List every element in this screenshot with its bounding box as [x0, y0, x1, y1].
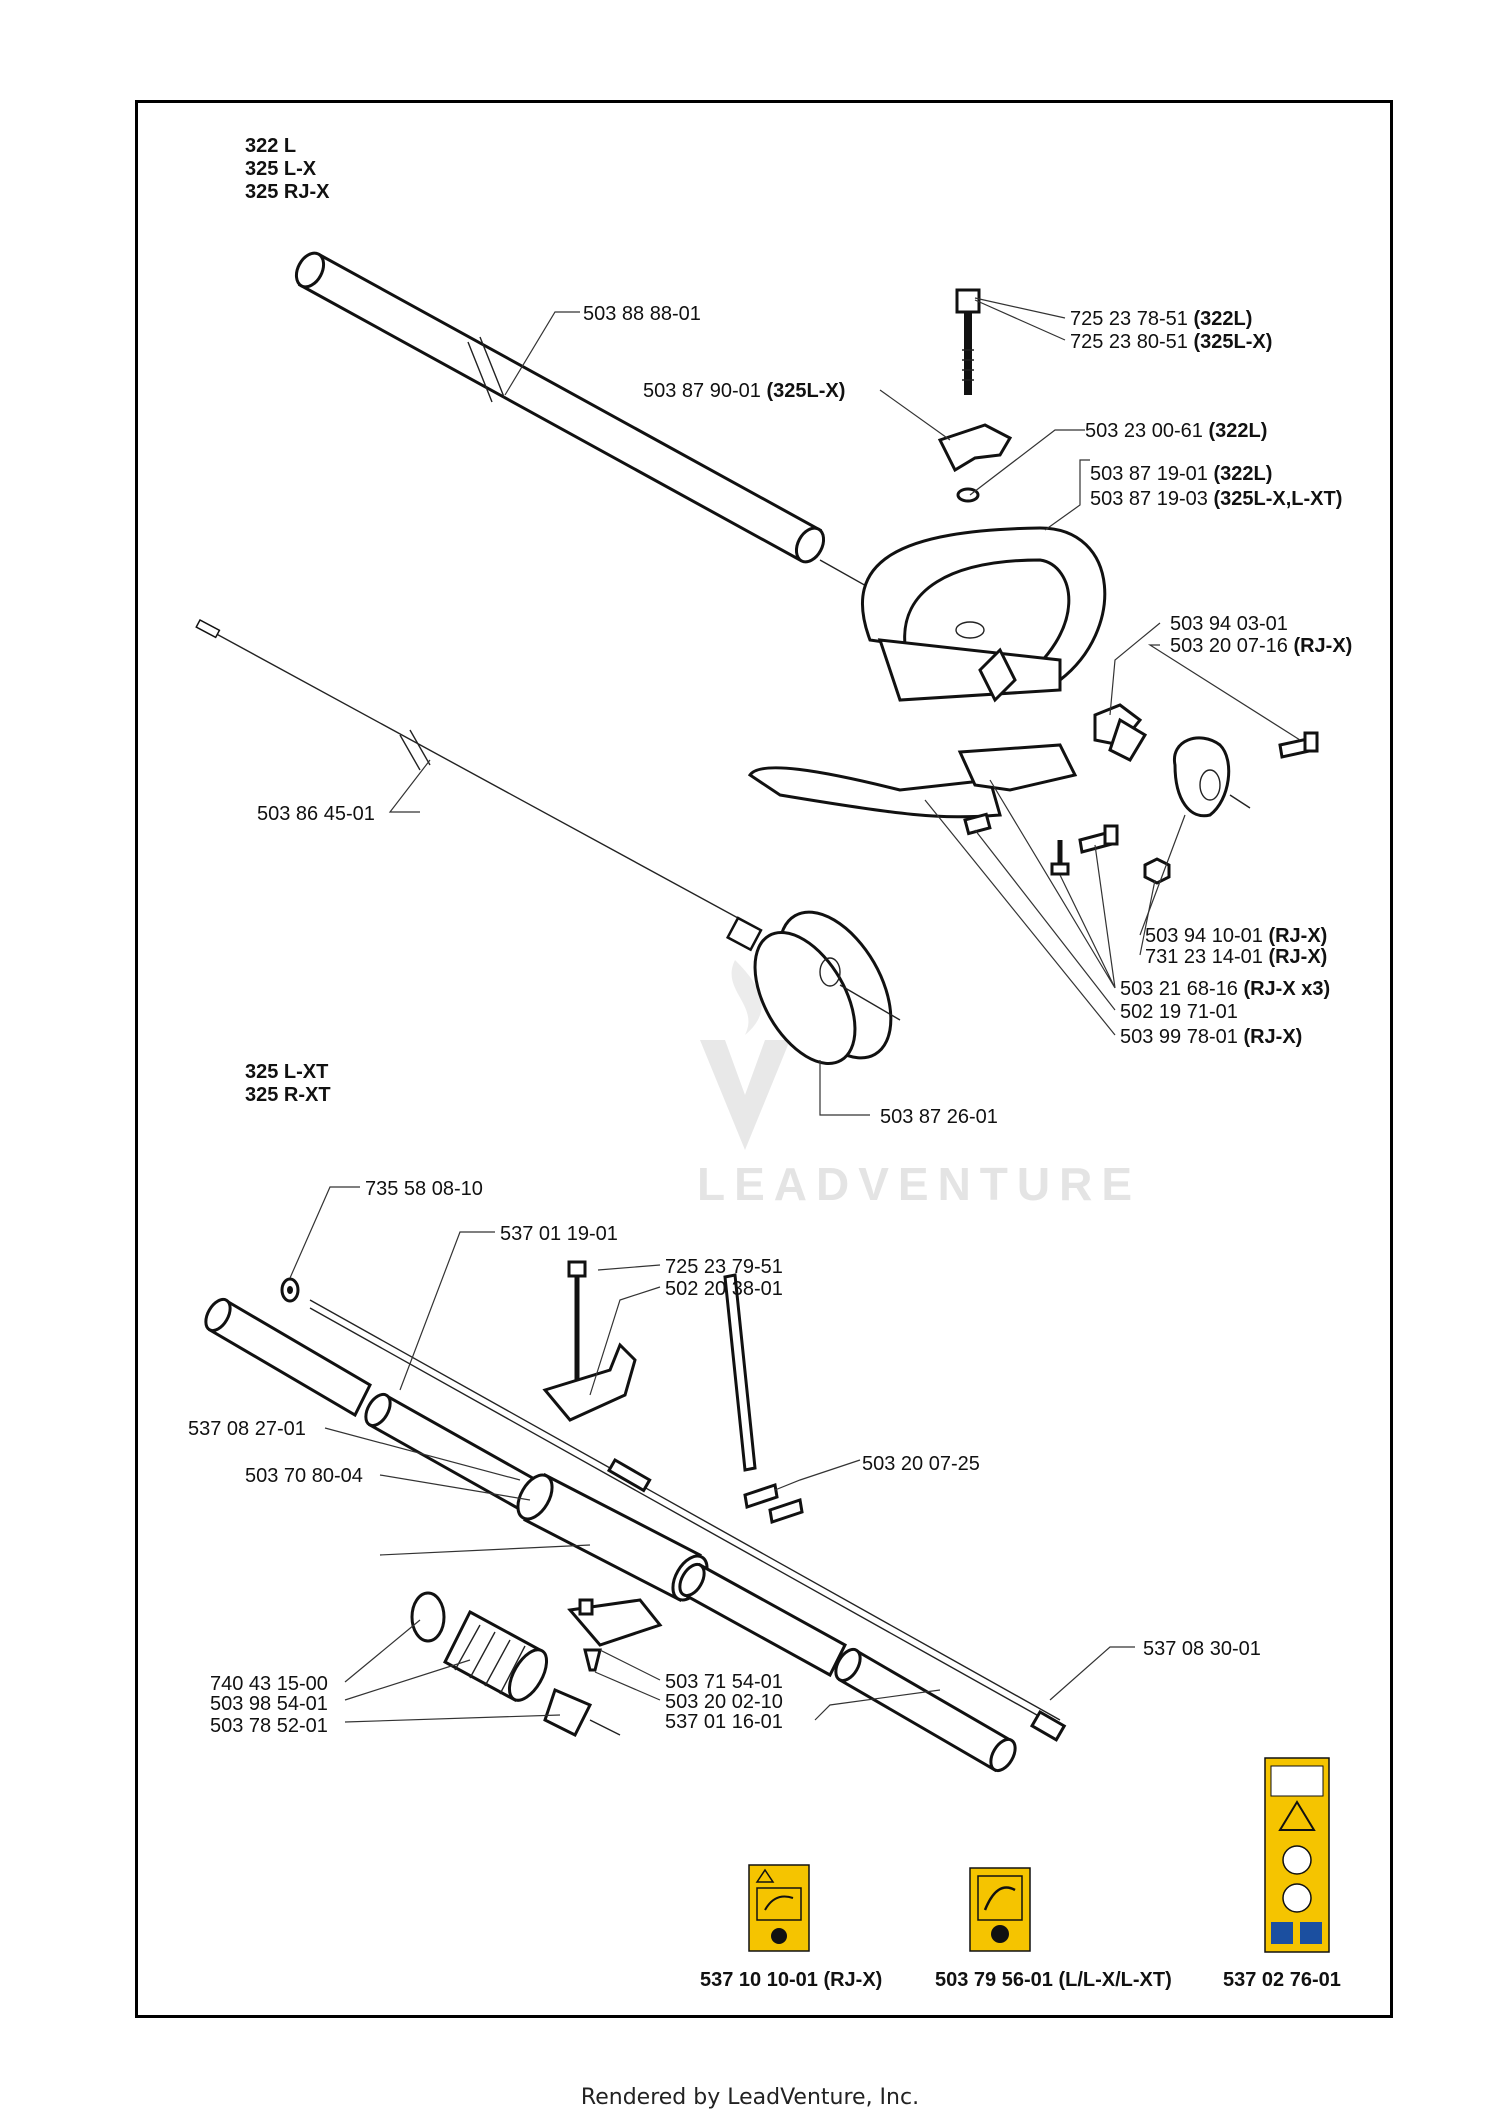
label-503-20-02-10: 503 20 02-10 [665, 1691, 783, 1713]
label-502-19-71-01: 502 19 71-01 [1120, 1001, 1238, 1023]
model-325rxt: 325 R-XT [245, 1084, 331, 1106]
diagram-frame [135, 100, 1393, 2018]
watermark-flame-icon [731, 960, 762, 1035]
clamp-block [1093, 703, 1148, 762]
handle-bolt [955, 288, 981, 395]
end-cap [543, 1687, 621, 1738]
footer-credit: Rendered by LeadVenture, Inc. [580, 2085, 920, 2110]
upper-tube [204, 1297, 547, 1518]
label-725-23-80-51: 725 23 80-51 (325L-X) [1070, 331, 1272, 353]
screws-top [1050, 731, 1319, 885]
washer [280, 1277, 300, 1303]
models-bottom: 325 L-XT 325 R-XT [245, 1061, 331, 1106]
inner-shaft-bottom [309, 1299, 1061, 1729]
spacer-wheel [753, 910, 901, 1065]
rod-sections [606, 1273, 757, 1493]
label-725-23-78-51: 725 23 78-51 (322L) [1070, 308, 1252, 330]
model-325rjx: 325 RJ-X [245, 181, 330, 203]
coupling-bolt [567, 1260, 587, 1385]
label-503-88-88-01: 503 88 88-01 [583, 303, 701, 325]
label-503-70-80-04: 503 70 80-04 [245, 1465, 363, 1487]
label-502-20-38-01: 502 20 38-01 [665, 1278, 783, 1300]
barrier-bar [747, 743, 1078, 836]
watermark-text: LEADVENTURE [697, 1158, 1141, 1210]
label-537-08-30-01: 537 08 30-01 [1143, 1638, 1261, 1660]
label-503-99-78-01: 503 99 78-01 (RJ-X) [1120, 1026, 1302, 1048]
sticker-537-10-10-01 [748, 1864, 810, 1952]
label-503-98-54-01: 503 98 54-01 [210, 1693, 328, 1715]
label-503-78-52-01: 503 78 52-01 [210, 1715, 328, 1737]
label-503-94-10-01: 503 94 10-01 (RJ-X) [1145, 925, 1327, 947]
loop-handle [860, 526, 1107, 703]
watermark: LEADVENTURE [697, 960, 1141, 1210]
coupling [516, 1472, 709, 1647]
label-503-94-03-01: 503 94 03-01 [1170, 613, 1288, 635]
model-322l: 322 L [245, 135, 296, 157]
label-731-23-14-01: 731 23 14-01 (RJ-X) [1145, 946, 1327, 968]
label-725-23-79-51: 725 23 79-51 [665, 1256, 783, 1278]
wing-knob [937, 423, 1013, 503]
label-503-21-68-16: 503 21 68-16 (RJ-X x3) [1120, 978, 1330, 1000]
label-537-01-16-01: 537 01 16-01 [665, 1711, 783, 1733]
sticker-caption-2: 503 79 56-01 (L/L-X/L-XT) [935, 1969, 1172, 1991]
o-ring [410, 1591, 446, 1643]
sticker-caption-3: 537 02 76-01 [1223, 1969, 1341, 1991]
sticker-503-79-56-01 [969, 1867, 1031, 1952]
model-325lxt: 325 L-XT [245, 1061, 328, 1083]
label-503-71-54-01: 503 71 54-01 [665, 1671, 783, 1693]
label-503-87-90-01: 503 87 90-01 (325L-X) [643, 380, 845, 402]
screws-bottom [583, 1483, 804, 1672]
part-labels: 503 88 88-01 725 23 78-51 (322L) 725 23 … [188, 303, 1352, 1737]
lower-tube [678, 1562, 1067, 1773]
watermark-logo-icon [700, 1040, 790, 1150]
clamp-housing [1173, 736, 1251, 818]
label-740-43-15-00: 740 43 15-00 [210, 1673, 328, 1695]
sticker-caption-1: 537 10 10-01 (RJ-X) [700, 1969, 882, 1991]
sticker-captions: 537 10 10-01 (RJ-X) 503 79 56-01 (L/L-X/… [700, 1969, 1341, 1991]
label-503-23-00-61: 503 23 00-61 (322L) [1085, 420, 1267, 442]
coupling-knob [542, 1342, 637, 1422]
label-503-87-19-01: 503 87 19-01 (322L) [1090, 463, 1272, 485]
sticker-537-02-76-01 [1264, 1757, 1330, 1953]
label-503-20-07-25: 503 20 07-25 [862, 1453, 980, 1475]
shaft-tube [294, 251, 901, 606]
bushing [443, 1609, 549, 1703]
label-503-87-26-01: 503 87 26-01 [880, 1106, 998, 1128]
label-503-20-07-16: 503 20 07-16 (RJ-X) [1170, 635, 1352, 657]
leader-lines [289, 297, 1301, 1723]
models-top: 322 L 325 L-X 325 RJ-X [245, 135, 330, 203]
label-537-08-27-01: 537 08 27-01 [188, 1418, 306, 1440]
model-325lx: 325 L-X [245, 158, 317, 180]
label-503-87-19-03: 503 87 19-03 (325L-X,L-XT) [1090, 488, 1342, 510]
label-537-01-19-01: 537 01 19-01 [500, 1223, 618, 1245]
label-735-58-08-10: 735 58 08-10 [365, 1178, 483, 1200]
label-503-86-45-01: 503 86 45-01 [257, 803, 375, 825]
drive-shaft [195, 618, 763, 952]
